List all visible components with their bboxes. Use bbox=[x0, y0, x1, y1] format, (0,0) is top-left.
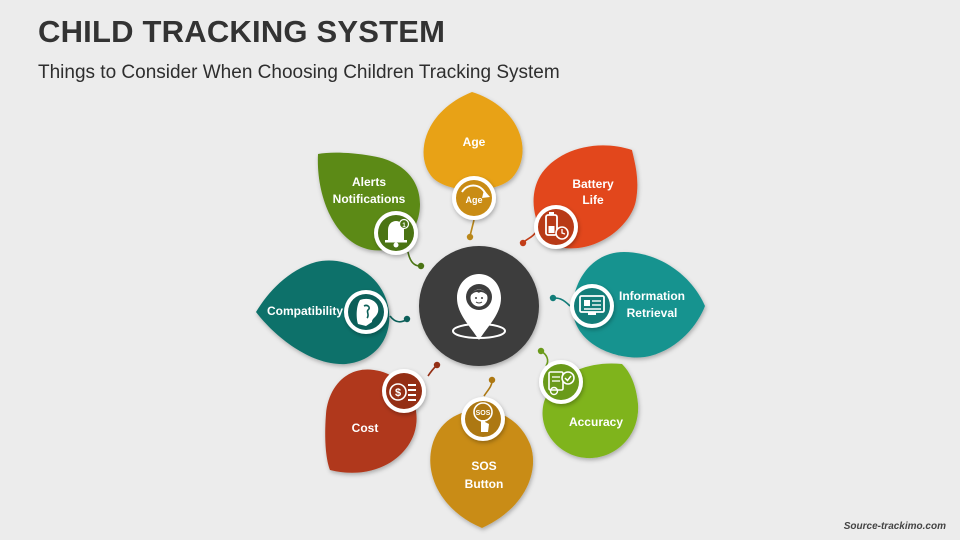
age-icon-text: Age bbox=[465, 195, 482, 205]
sos-button-icon: SOS bbox=[461, 397, 505, 441]
connectors bbox=[389, 219, 571, 397]
age-icon: Age bbox=[452, 176, 496, 220]
page-title: CHILD TRACKING SYSTEM bbox=[38, 14, 446, 49]
petal-age: Age bbox=[423, 92, 523, 190]
petal-cost-label: Cost bbox=[352, 421, 379, 435]
petal-compatibility-label: Compatibility bbox=[267, 304, 343, 318]
petal-sos-button-shape bbox=[430, 410, 534, 528]
petal-sos-button-label-1: SOS bbox=[471, 459, 496, 473]
computer-info-icon bbox=[570, 284, 614, 328]
svg-text:1: 1 bbox=[402, 223, 406, 229]
connector-age bbox=[469, 219, 475, 237]
petal-information-retrieval-label-1: Information bbox=[619, 289, 685, 303]
connector-alerts bbox=[407, 251, 421, 267]
petal-compatibility-shape bbox=[256, 260, 390, 365]
child-location-pin-icon bbox=[452, 274, 506, 340]
accuracy-check-icon bbox=[539, 360, 583, 404]
petal-battery-life-label-1: Battery bbox=[572, 177, 614, 191]
petal-sos-button-label-2: Button bbox=[465, 477, 504, 491]
connector-accuracy bbox=[541, 351, 549, 367]
source-credit: Source-trackimo.com bbox=[843, 521, 946, 532]
petal-information-retrieval-label-2: Retrieval bbox=[627, 306, 678, 320]
connector-battery bbox=[523, 231, 537, 243]
battery-clock-icon bbox=[534, 205, 578, 249]
page-subtitle: Things to Consider When Choosing Childre… bbox=[38, 62, 560, 83]
connector-information bbox=[553, 297, 571, 307]
coins-icon-text: $ bbox=[395, 387, 401, 399]
petal-information-retrieval: Information Retrieval bbox=[572, 252, 705, 358]
petal-compatibility: Compatibility bbox=[256, 260, 390, 365]
coins-dollar-icon: $ bbox=[382, 369, 426, 413]
petal-age-label: Age bbox=[463, 135, 486, 149]
petal-information-retrieval-shape bbox=[572, 252, 705, 358]
alert-bell-icon: 1 bbox=[374, 211, 418, 255]
petal-accuracy-label: Accuracy bbox=[569, 415, 623, 429]
petal-battery-life-label-2: Life bbox=[582, 193, 604, 207]
sos-icon-text: SOS bbox=[476, 410, 491, 417]
connector-sos bbox=[483, 380, 493, 397]
connector-compatibility bbox=[389, 315, 407, 323]
petal-alerts-notifications-label-2: Notifications bbox=[333, 192, 406, 206]
petal-sos-button: SOS Button bbox=[430, 410, 534, 528]
connector-cost bbox=[427, 365, 437, 377]
petal-alerts-notifications-label-1: Alerts bbox=[352, 175, 386, 189]
puzzle-head-icon bbox=[344, 290, 388, 334]
petal-age-shape bbox=[423, 92, 523, 190]
center-hub bbox=[419, 246, 539, 366]
